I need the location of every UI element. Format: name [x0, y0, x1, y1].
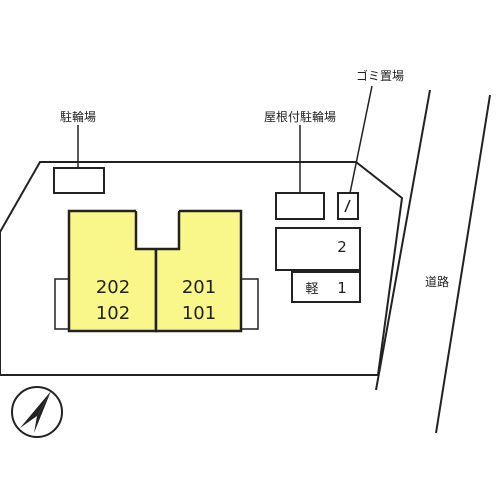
- parking-space-2: [275, 227, 361, 271]
- unit-102-label: 102: [96, 303, 130, 324]
- side-block-right: [239, 278, 259, 330]
- roofed-bicycle-parking: [275, 192, 325, 220]
- leader-garbage-area: [349, 85, 373, 194]
- road-edge-left: [375, 89, 431, 391]
- unit-101-label: 101: [182, 303, 216, 324]
- parking-space-1: [291, 271, 361, 303]
- label-road: 道路: [425, 274, 449, 289]
- building-notch-top-cover: [137, 208, 178, 212]
- unit-202-label: 202: [96, 277, 130, 298]
- bicycle-parking-left: [53, 167, 105, 194]
- label-garbage-area: ゴミ置場: [356, 68, 404, 83]
- road-edge-right: [435, 94, 491, 434]
- north-arrow-icon: [11, 386, 63, 438]
- label-roofed-bicycle-parking: 屋根付駐輪場: [264, 109, 336, 124]
- side-block-left: [54, 278, 70, 330]
- parking-1-label: 1: [337, 279, 347, 297]
- unit-201-label: 201: [182, 277, 216, 298]
- garbage-area-mark: [344, 199, 351, 213]
- label-bicycle-parking-left: 駐輪場: [60, 109, 96, 124]
- parking-2-label: 2: [337, 238, 347, 256]
- building-notch: [136, 209, 179, 249]
- building-notch-edge: [134, 211, 181, 251]
- parking-kei-label: 軽: [305, 282, 318, 297]
